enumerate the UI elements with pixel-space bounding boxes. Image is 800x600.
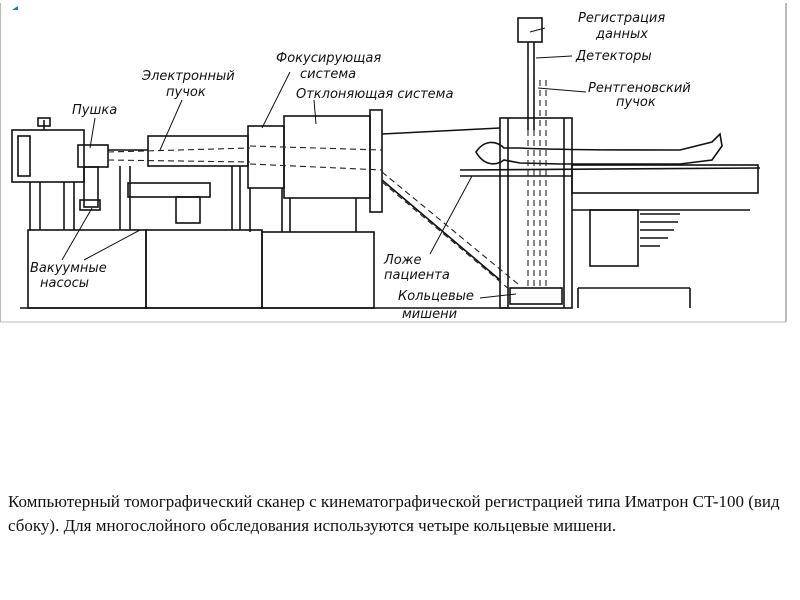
- label-patient-couch-line2: пациента: [384, 268, 450, 283]
- label-xray-beam-line1: Рентгеновский: [588, 81, 691, 96]
- beam-paths: [107, 60, 547, 291]
- label-detectors: Детекторы: [575, 49, 652, 64]
- label-xray-beam-line2: пучок: [616, 95, 656, 110]
- label-vacuum-pumps-line2: насосы: [40, 276, 89, 291]
- leader-lines: [61, 27, 587, 299]
- label-data-registration-line1: Регистрация: [578, 11, 665, 26]
- label-electron-beam-line2: пучок: [166, 85, 206, 100]
- label-vacuum-pumps-line1: Вакуумные: [30, 261, 107, 276]
- label-ring-targets-line2: мишени: [402, 307, 457, 322]
- label-gun: Пушка: [72, 103, 117, 118]
- label-focusing-line2: система: [300, 67, 356, 82]
- label-data-registration-line2: данных: [595, 27, 648, 42]
- figure-caption: Компьютерный томографический сканер с ки…: [8, 492, 780, 535]
- label-ring-targets-line1: Кольцевые: [398, 289, 474, 304]
- label-patient-couch-line1: Ложе: [383, 253, 421, 268]
- label-electron-beam-line1: Электронный: [141, 69, 235, 84]
- ct-scanner-diagram: Пушка Электронный пучок Фокусирующая сис…: [0, 3, 787, 323]
- label-focusing-line1: Фокусирующая: [276, 51, 381, 66]
- label-deflecting-system: Отклоняющая система: [296, 87, 453, 102]
